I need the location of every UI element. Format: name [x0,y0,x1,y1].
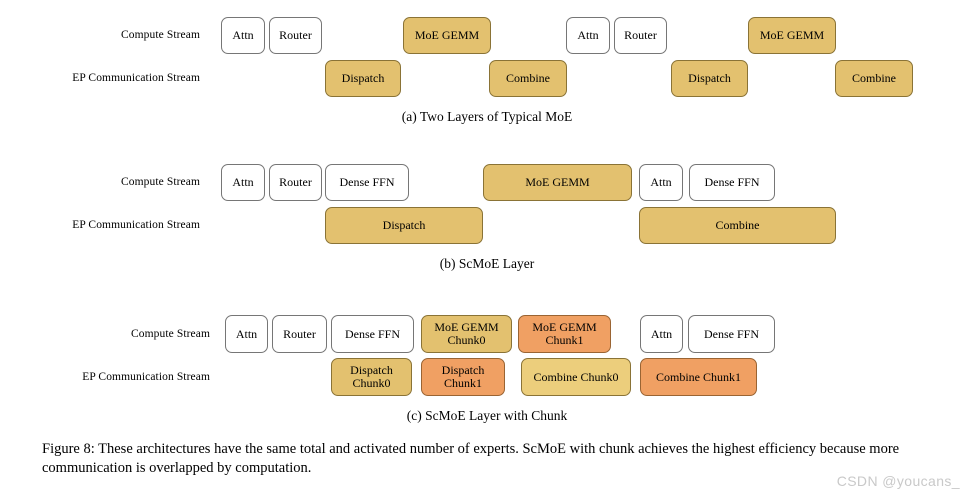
watermark: CSDN @youcans_ [836,473,960,489]
figure-caption: Figure 8: These architectures have the s… [42,440,932,478]
panel-c-block-combine-chunk0: Combine Chunk0 [521,358,631,396]
panel-b-block-moe-gemm: MoE GEMM [483,164,632,201]
panel-a-block-moe-gemm-1: MoE GEMM [403,17,491,54]
panel-a-block-attn-2: Attn [566,17,610,54]
panel-b: Compute Stream EP Communication Stream A… [0,147,974,277]
panel-c-block-attn-1: Attn [225,315,268,353]
panel-c: Compute Stream EP Communication Stream A… [0,298,974,428]
panel-c-subcaption: (c) ScMoE Layer with Chunk [406,408,568,423]
panel-c-block-dispatch-chunk0-line2: Chunk0 [352,376,391,390]
panel-c-block-moe-gemm-chunk1: MoE GEMM Chunk1 [518,315,611,353]
panel-a-block-attn-1: Attn [221,17,265,54]
panel-b-subcaption: (b) ScMoE Layer [439,256,535,271]
panel-c-block-dispatch-chunk0-line1: Dispatch [350,363,393,377]
panel-a-block-router-2: Router [614,17,667,54]
panel-b-block-dense-ffn-1: Dense FFN [325,164,409,201]
panel-c-block-dispatch-chunk1-line2: Chunk1 [443,376,482,390]
panel-c-block-router: Router [272,315,327,353]
panel-c-block-attn-2: Attn [640,315,683,353]
panel-a-block-dispatch-1: Dispatch [325,60,401,97]
panel-b-block-combine: Combine [639,207,836,244]
panel-c-block-dispatch-chunk1-line1: Dispatch [441,363,485,377]
panel-a-block-moe-gemm-2: MoE GEMM [748,17,836,54]
panel-c-block-combine-chunk1: Combine Chunk1 [640,358,757,396]
panel-c-ep-communication-stream-label: EP Communication Stream [82,371,210,383]
panel-b-block-dispatch: Dispatch [325,207,483,244]
panel-c-block-moe-gemm-chunk0: MoE GEMM Chunk0 [421,315,512,353]
panel-b-block-attn-1: Attn [221,164,265,201]
panel-c-compute-stream-label: Compute Stream [130,328,210,340]
figure-caption-text: These architectures have the same total … [42,441,900,476]
panel-b-ep-communication-stream-label: EP Communication Stream [72,219,200,231]
panel-a-block-combine-2: Combine [835,60,913,97]
panel-b-block-attn-2: Attn [639,164,683,201]
panel-a-block-router-1: Router [269,17,322,54]
panel-a-compute-stream-label: Compute Stream [120,29,200,41]
panel-b-block-dense-ffn-2: Dense FFN [689,164,775,201]
panel-a-subcaption: (a) Two Layers of Typical MoE [401,109,573,124]
panel-b-compute-stream-label: Compute Stream [120,176,200,188]
panel-c-block-dense-ffn-2: Dense FFN [688,315,775,353]
panel-c-block-dense-ffn-1: Dense FFN [331,315,414,353]
panel-c-block-dispatch-chunk1: Dispatch Chunk1 [421,358,505,396]
panel-c-block-moe-gemm-chunk0-line1: MoE GEMM [434,320,499,334]
panel-c-block-moe-gemm-chunk1-line2: Chunk1 [545,333,584,347]
panel-c-block-dispatch-chunk0: Dispatch Chunk0 [331,358,412,396]
panel-a-block-dispatch-2: Dispatch [671,60,748,97]
panel-c-block-moe-gemm-chunk1-line1: MoE GEMM [532,320,597,334]
panel-a-ep-communication-stream-label: EP Communication Stream [72,72,200,84]
panel-a-block-combine-1: Combine [489,60,567,97]
figure-caption-lead: Figure 8: [42,441,95,457]
panel-b-block-router: Router [269,164,322,201]
panel-c-block-moe-gemm-chunk0-line2: Chunk0 [447,333,486,347]
panel-a: Compute Stream EP Communication Stream A… [0,0,974,130]
